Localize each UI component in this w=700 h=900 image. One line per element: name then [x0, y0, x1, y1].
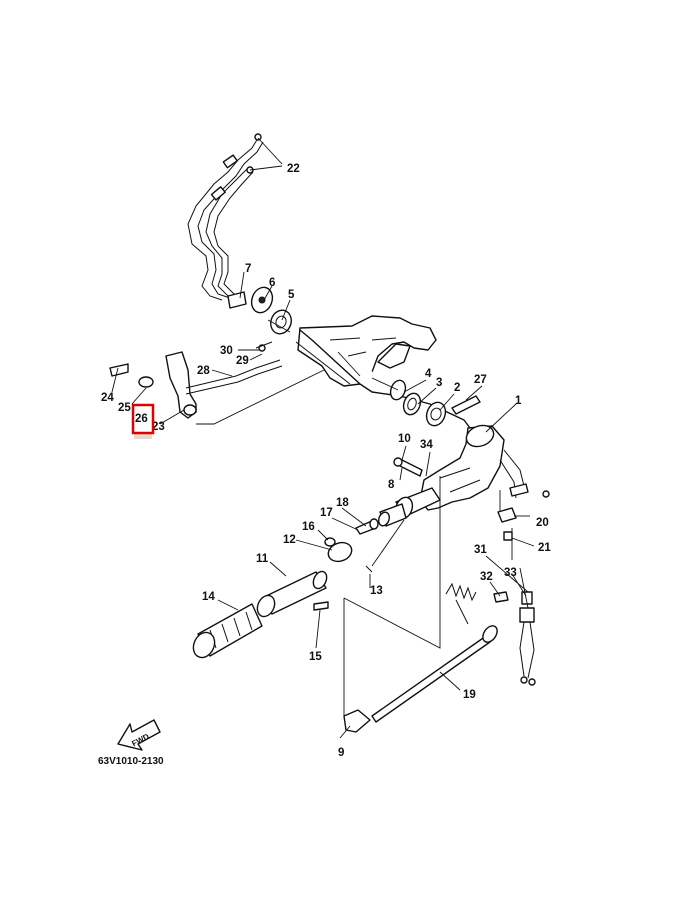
grip-fasteners[interactable]: [324, 518, 379, 573]
throttle-grip[interactable]: [189, 569, 329, 661]
throttle-cables[interactable]: [187, 133, 264, 301]
diagram-code: 63V1010-2130: [98, 756, 164, 767]
callout-24[interactable]: 24: [101, 392, 114, 404]
callout-28[interactable]: 28: [197, 365, 210, 377]
callout-5[interactable]: 5: [288, 289, 295, 301]
callout-29[interactable]: 29: [236, 355, 249, 367]
callout-21[interactable]: 21: [538, 542, 551, 554]
fwd-arrow-icon: FWD: [117, 719, 161, 751]
callout-4[interactable]: 4: [425, 368, 432, 380]
callout-7[interactable]: 7: [245, 263, 251, 275]
callout-8[interactable]: 8: [388, 479, 395, 491]
shift-lever[interactable]: [109, 341, 283, 419]
callout-10[interactable]: 10: [398, 433, 411, 445]
callout-25[interactable]: 25: [118, 402, 131, 414]
clip-20-bolt-21[interactable]: [497, 507, 517, 541]
callout-13[interactable]: 13: [370, 585, 383, 597]
callout-16[interactable]: 16: [302, 521, 315, 533]
callout-23[interactable]: 23: [152, 421, 165, 433]
shift-rod[interactable]: [343, 623, 500, 733]
callout-17[interactable]: 17: [320, 507, 333, 519]
springs-and-switch[interactable]: [445, 582, 536, 686]
callout-32[interactable]: 32: [480, 571, 493, 583]
callout-33[interactable]: 33: [504, 567, 517, 579]
callout-22[interactable]: 22: [287, 163, 300, 175]
callout-14[interactable]: 14: [202, 591, 215, 603]
callout-15[interactable]: 15: [309, 651, 322, 663]
callout-31[interactable]: 31: [474, 544, 487, 556]
steering-bracket[interactable]: [295, 315, 471, 429]
cable-bracket[interactable]: [227, 284, 295, 336]
callout-1[interactable]: 1: [515, 395, 522, 407]
selected-callout-highlight: [131, 403, 155, 439]
callout-2[interactable]: 2: [454, 382, 460, 394]
assembly-lines: [196, 319, 529, 716]
callout-6[interactable]: 6: [269, 277, 275, 289]
callouts: 22 7 6 5 30 29 28 24 25 26 23 4 3 2 27 1…: [101, 163, 551, 759]
callout-3[interactable]: 3: [436, 377, 442, 389]
shaft-34[interactable]: [377, 457, 441, 527]
callout-9[interactable]: 9: [338, 747, 344, 759]
steering-arm[interactable]: [419, 422, 550, 511]
callout-26[interactable]: 26: [135, 413, 148, 425]
callout-18[interactable]: 18: [336, 497, 349, 509]
callout-20[interactable]: 20: [536, 517, 549, 529]
callout-11[interactable]: 11: [256, 553, 269, 565]
callout-12[interactable]: 12: [283, 534, 296, 546]
callout-30[interactable]: 30: [220, 345, 233, 357]
callout-27[interactable]: 27: [474, 374, 487, 386]
washers[interactable]: [388, 378, 481, 428]
leader-lines: [111, 137, 535, 739]
callout-19[interactable]: 19: [463, 689, 476, 701]
callout-34[interactable]: 34: [420, 439, 433, 451]
